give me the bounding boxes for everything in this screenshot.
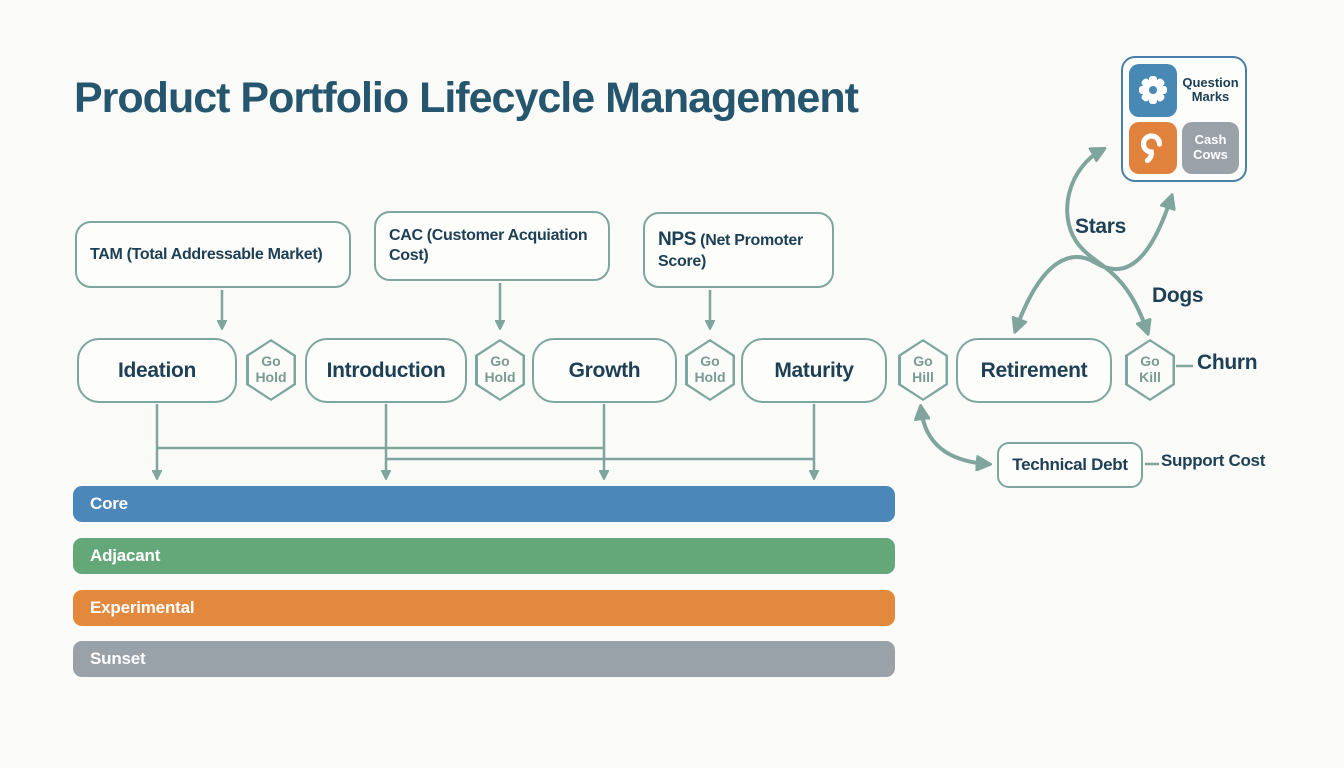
cash-cows-tile: Cash Cows xyxy=(1182,121,1239,174)
cash-cows-tile-icon xyxy=(1129,121,1177,174)
kpi-cac-label: CAC(Customer Acquiation Cost) xyxy=(389,227,588,264)
churn-label: Churn xyxy=(1197,351,1258,374)
gohill-techdebt-curve xyxy=(921,409,987,464)
stage-box-growth: Growth xyxy=(532,338,677,403)
portfolio-bar-adjacant: Adjacant xyxy=(73,538,895,574)
gate-hexagon-go-hold-1: Go Hold xyxy=(246,339,296,401)
page-title: Product Portfolio Lifecycle Management xyxy=(74,74,859,122)
gate-label: Go Hold xyxy=(484,353,516,385)
stars-label: Stars xyxy=(1075,215,1127,238)
portfolio-bar-experimental: Experimental xyxy=(73,590,895,626)
question-marks-label: Question Marks xyxy=(1182,74,1239,105)
kpi-box-tam: TAM(Total Addressable Market) xyxy=(75,221,351,288)
dogs-label: Dogs xyxy=(1152,284,1204,307)
kpi-tam-label: TAM(Total Addressable Market) xyxy=(90,245,323,263)
stage-box-retirement: Retirement xyxy=(956,338,1112,403)
support-cost-label: Support Cost xyxy=(1161,451,1266,470)
portfolio-bar-sunset: Sunset xyxy=(73,641,895,677)
stage-box-maturity: Maturity xyxy=(741,338,887,403)
stage-box-introduction: Introduction xyxy=(305,338,467,403)
kpi-box-nps: NPS(Net Promoter Score) xyxy=(643,212,834,288)
portfolio-bar-core: Core xyxy=(73,486,895,522)
question-marks-tile xyxy=(1129,64,1177,117)
kpi-box-cac: CAC(Customer Acquiation Cost) xyxy=(374,211,610,281)
gate-label: Go Kill xyxy=(1139,353,1161,385)
gear-icon xyxy=(1138,75,1168,105)
gate-label: Go Hold xyxy=(255,353,287,385)
gate-label: Go Hill xyxy=(912,353,934,385)
bcg-matrix-panel: Question Marks Cash Cows xyxy=(1121,56,1247,182)
swirl-icon xyxy=(1140,133,1163,163)
technical-debt-box: Technical Debt xyxy=(997,442,1143,488)
gate-label: Go Hold xyxy=(694,353,726,385)
stage-box-ideation: Ideation xyxy=(77,338,237,403)
kpi-nps-label: NPS(Net Promoter Score) xyxy=(658,229,803,270)
stars-curve xyxy=(1065,150,1147,331)
cash-cows-label: Cash Cows xyxy=(1193,132,1228,162)
